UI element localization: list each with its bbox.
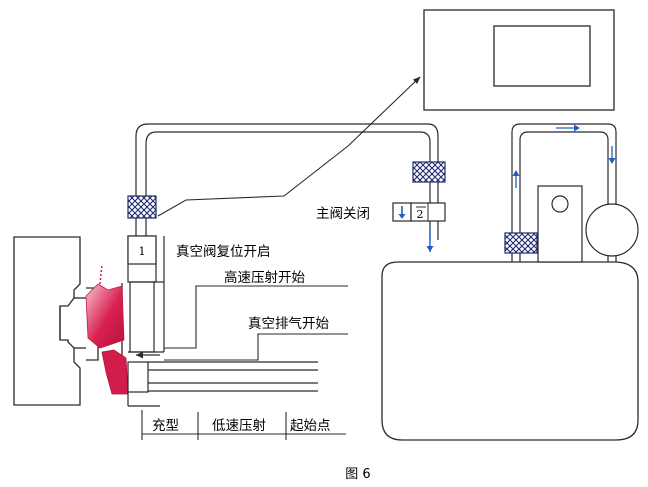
vacuum-pump <box>511 123 639 263</box>
flow-arrow-down <box>426 228 434 252</box>
stage-start-point: 起始点 <box>290 418 331 434</box>
filter-right <box>412 161 446 183</box>
valve-2: 2 <box>392 202 446 222</box>
molten-metal <box>85 263 129 395</box>
filter-left <box>127 195 157 219</box>
valve-2-number: 2 <box>417 208 424 221</box>
valve-1-number: 1 <box>139 245 146 258</box>
vacuum-pipe <box>135 123 439 240</box>
pump-flow-arrows <box>512 124 616 188</box>
filter-pump <box>504 232 538 254</box>
controller-screen <box>493 25 591 87</box>
label-valve-reset: 真空阀复位开启 <box>176 243 271 260</box>
vacuum-tank <box>381 261 639 441</box>
stage-low-speed: 低速压射 <box>212 418 266 434</box>
label-leaders <box>164 285 348 361</box>
figure-caption: 图 6 <box>345 467 370 482</box>
label-vacuum-exhaust: 真空排气开始 <box>248 316 329 332</box>
controller <box>423 9 615 111</box>
valve-1: 1 <box>127 235 157 265</box>
label-high-speed: 高速压射开始 <box>224 269 305 286</box>
plunger-arrow <box>136 351 160 359</box>
stage-dimension <box>141 410 346 440</box>
label-main-valve-close: 主阀关闭 <box>316 206 370 222</box>
signal-line <box>157 76 421 217</box>
stage-fill: 充型 <box>152 418 179 434</box>
